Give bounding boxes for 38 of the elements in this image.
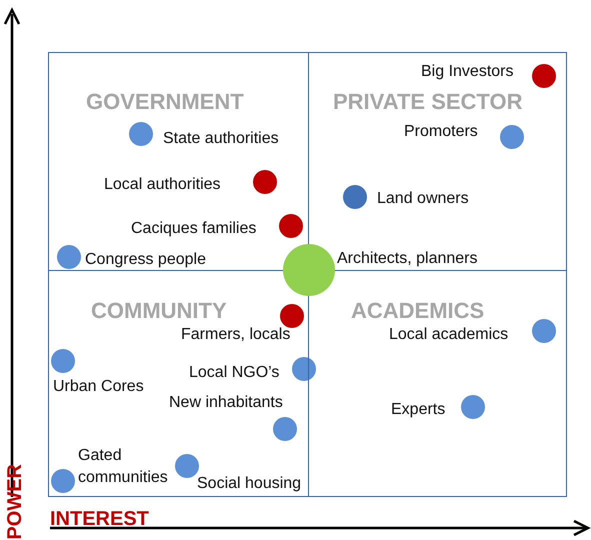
stakeholder-label: Congress people <box>85 251 206 269</box>
stakeholder-label: Farmers, locals <box>181 326 290 344</box>
stakeholder-label: Land owners <box>377 190 469 208</box>
stakeholder-label: Local NGO’s <box>189 364 280 382</box>
stakeholder-label: Promoters <box>404 123 478 141</box>
stakeholder-label: Gated communities <box>78 446 169 488</box>
stakeholder-dot <box>51 469 75 493</box>
stakeholder-dot <box>273 417 297 441</box>
stakeholder-dot <box>283 244 335 296</box>
stakeholder-dot <box>57 245 81 269</box>
stakeholder-dot <box>51 349 75 373</box>
stakeholder-dot <box>532 64 556 88</box>
quadrant-heading: PRIVATE SECTOR <box>333 89 522 115</box>
stakeholder-label: Social housing <box>197 475 302 493</box>
stakeholder-label: Experts <box>391 401 446 419</box>
stakeholder-label: Urban Cores <box>53 378 144 396</box>
stakeholder-label: Big Investors <box>421 63 514 81</box>
stakeholder-label: State authorities <box>163 130 279 148</box>
stakeholder-dot <box>175 454 199 478</box>
stakeholder-dot <box>343 185 367 209</box>
quadrant-heading: GOVERNMENT <box>86 89 244 115</box>
stakeholder-dot <box>129 122 153 146</box>
stakeholder-dot <box>461 395 485 419</box>
stakeholder-dot <box>532 319 556 343</box>
stakeholder-dot <box>280 304 304 328</box>
stakeholder-label: Local authorities <box>104 176 221 194</box>
stakeholder-label: New inhabitants <box>169 394 283 412</box>
stakeholder-dot <box>253 170 277 194</box>
quadrant-heading: ACADEMICS <box>351 298 484 324</box>
stakeholder-label: Caciques families <box>131 220 256 238</box>
stakeholder-label: Local academics <box>389 326 508 344</box>
axis-label: INTEREST <box>50 508 149 531</box>
stakeholder-dot <box>292 357 316 381</box>
axis-label: POWER <box>4 464 27 540</box>
quadrant-heading: COMMUNITY <box>91 298 227 324</box>
stakeholder-label: Architects, planners <box>337 250 478 268</box>
stakeholder-dot <box>500 125 524 149</box>
stakeholder-dot <box>279 214 303 238</box>
